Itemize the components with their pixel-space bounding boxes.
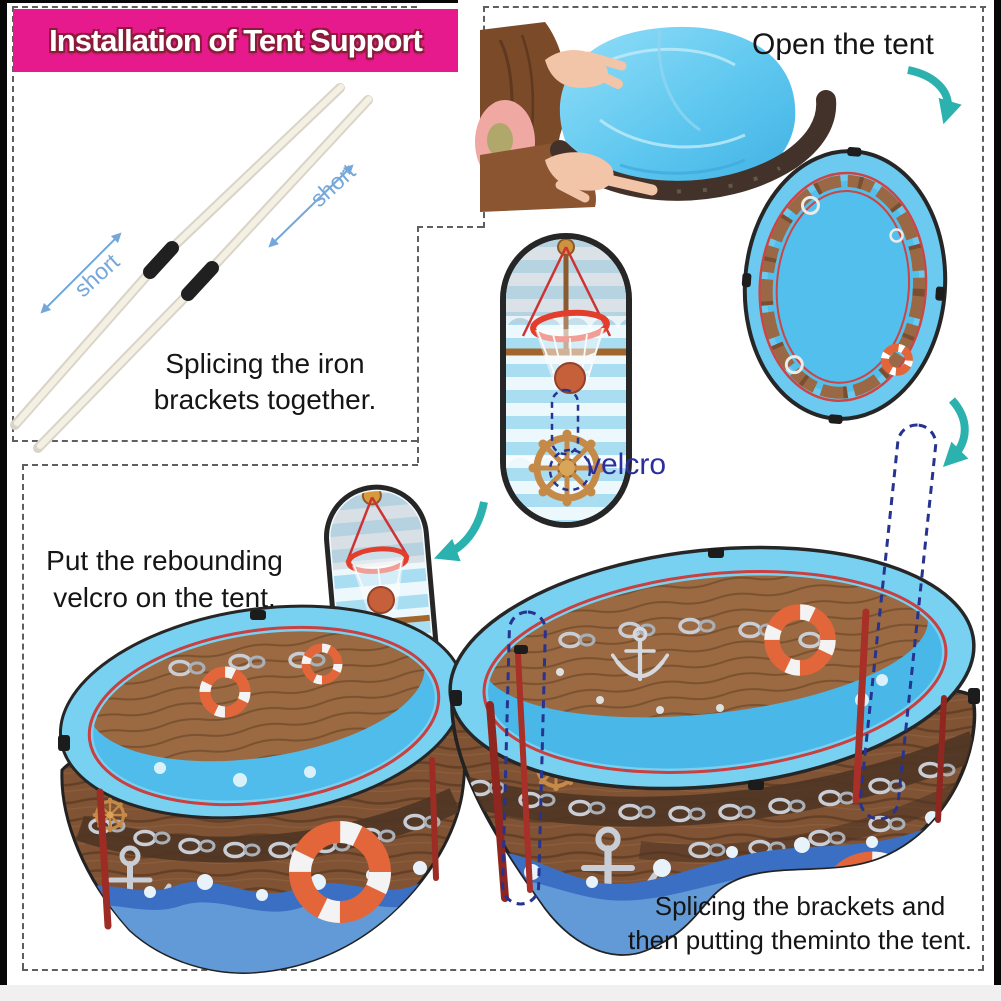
step4-caption-line1: Put the rebounding (46, 545, 283, 576)
panel2-border-notch-h (417, 226, 483, 228)
pole-connector-icon (181, 261, 219, 301)
panel2-border-top (483, 6, 986, 8)
curved-arrow-icon (434, 501, 488, 562)
corner-pole (935, 695, 947, 823)
step2-caption: Open the tent (752, 28, 934, 61)
step5-caption-line2: then putting theminto the tent. (627, 925, 973, 955)
bottom-gray-strip (0, 985, 1001, 1001)
folded-tent-photo (475, 22, 837, 212)
pole-connector-icon (143, 241, 179, 279)
panel2-border-notch-v2 (417, 226, 419, 463)
page-title: Installation of Tent Support (49, 22, 423, 58)
step1-caption-line2: brackets together. (153, 384, 377, 415)
velcro-capsule-marker (550, 388, 580, 456)
panel2-border-right (982, 6, 984, 971)
top-edge-bar (0, 0, 458, 3)
step5-caption-line1: Splicing the brackets and (654, 891, 946, 921)
panel3-border-left (22, 464, 24, 969)
measure-arrow-icon (268, 164, 354, 248)
measure-arrow-icon (40, 232, 122, 314)
corner-pole (852, 608, 870, 804)
corner-pole (486, 701, 509, 902)
panel1-border-top (12, 6, 417, 8)
corner-pole (515, 652, 533, 893)
curved-arrow-icon (907, 66, 962, 125)
velcro-label: velcro (586, 448, 667, 481)
life-buoy-icon (880, 343, 913, 376)
step4-caption-line2: velcro on the tent. (53, 582, 276, 613)
step4-caption: Put the rebounding velcro on the tent. (22, 542, 307, 616)
corner-pole (96, 788, 112, 930)
panel-border-bottom (22, 969, 984, 971)
step5-caption: Splicing the brackets and then putting t… (615, 889, 985, 957)
velcro-circle-marker (548, 448, 592, 492)
curved-arrow-icon (942, 397, 969, 468)
rebounder-panel-photo (500, 233, 632, 528)
right-edge-bar (994, 0, 1001, 985)
step1-caption-line1: Splicing the iron (165, 348, 365, 379)
step1-caption: Splicing the iron brackets together. (140, 346, 390, 418)
ball-in-net (554, 362, 586, 394)
iron-brackets-photo (10, 83, 373, 453)
panel1-border-bottom (12, 440, 417, 442)
small-tent-photo (58, 484, 467, 974)
panel1-border-left (12, 6, 14, 442)
panel3-border-top (22, 464, 418, 466)
bracket-position-marker (858, 423, 938, 821)
left-edge-bar (0, 0, 7, 985)
opened-tent-top-view-photo (741, 147, 948, 424)
corner-pole (429, 757, 439, 881)
page-title-banner: Installation of Tent Support (13, 9, 458, 72)
bracket-position-marker (501, 610, 547, 906)
